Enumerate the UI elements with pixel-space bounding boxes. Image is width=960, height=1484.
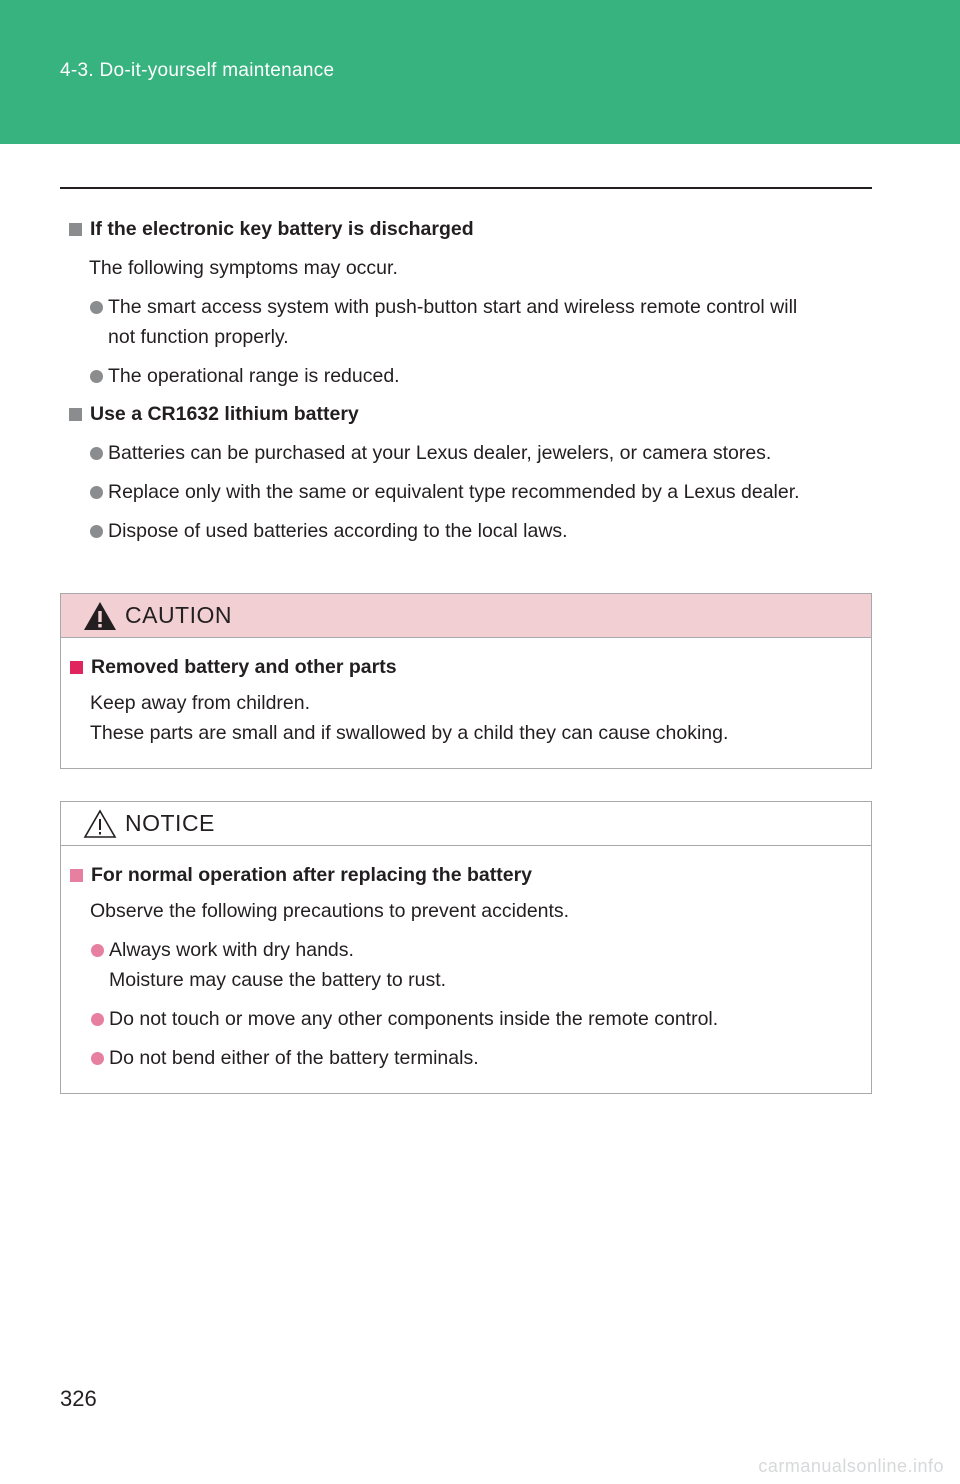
caution-header: CAUTION — [61, 594, 871, 638]
list-item: Do not bend either of the battery termin… — [61, 1043, 871, 1073]
square-marker-icon — [69, 407, 82, 421]
watermark: carmanualsonline.info — [758, 1456, 944, 1476]
list-item: The operational range is reduced. — [60, 361, 872, 391]
caution-line: Keep away from children. — [90, 692, 311, 714]
section-heading-text: If the electronic key battery is dischar… — [90, 218, 474, 240]
section-heading: If the electronic key battery is dischar… — [60, 214, 872, 244]
notice-intro: Observe the following precautions to pre… — [90, 900, 570, 922]
bullet-icon — [90, 301, 103, 314]
bullet-icon — [90, 525, 103, 538]
list-item: Replace only with the same or equivalent… — [60, 477, 872, 507]
section-heading-text: Use a CR1632 lithium battery — [90, 403, 359, 425]
section-intro: The following symptoms may occur. — [89, 257, 398, 279]
list-item-text: Dispose of used batteries according to t… — [108, 520, 568, 542]
warning-triangle-outline-icon — [83, 808, 117, 838]
bullet-icon — [91, 944, 104, 957]
list-item: Do not touch or move any other component… — [61, 1004, 871, 1034]
square-marker-icon — [69, 222, 82, 236]
square-marker-icon — [70, 868, 83, 882]
bullet-icon — [90, 486, 103, 499]
warning-triangle-icon — [84, 601, 116, 630]
notice-heading-text: For normal operation after replacing the… — [91, 864, 532, 886]
page-number: 326 — [60, 1386, 97, 1411]
caution-body: Removed battery and other parts Keep awa… — [61, 638, 871, 768]
bullet-icon — [91, 1052, 104, 1065]
list-item-text: Do not bend either of the battery termin… — [109, 1047, 479, 1069]
list-item-text: Moisture may cause the battery to rust. — [109, 969, 447, 991]
list-item-text: not function properly. — [108, 326, 289, 348]
notice-box: NOTICE For normal operation after replac… — [60, 801, 872, 1094]
caution-text: Keep away from children. These parts are… — [61, 688, 871, 748]
list-item-text: Always work with dry hands. — [109, 939, 354, 961]
list-item: Batteries can be purchased at your Lexus… — [60, 438, 872, 468]
chapter-title: 4-3. Do-it-yourself maintenance — [60, 60, 335, 81]
section-divider — [60, 187, 872, 189]
bullet-icon — [90, 447, 103, 460]
chapter-header: 4-3. Do-it-yourself maintenance — [0, 0, 960, 144]
bullet-icon — [90, 370, 103, 383]
main-content: If the electronic key battery is dischar… — [60, 214, 872, 546]
list-item: The smart access system with push-button… — [60, 292, 872, 352]
caution-line: These parts are small and if swallowed b… — [90, 722, 729, 744]
caution-heading: Removed battery and other parts — [61, 652, 871, 682]
square-marker-icon — [70, 660, 83, 674]
list-item-text: Do not touch or move any other component… — [109, 1008, 719, 1030]
section-heading: Use a CR1632 lithium battery — [60, 399, 872, 429]
caution-label: CAUTION — [125, 602, 232, 628]
list-item-text: Replace only with the same or equivalent… — [108, 481, 800, 503]
list-item: Dispose of used batteries according to t… — [60, 516, 872, 546]
list-item-text: The operational range is reduced. — [108, 365, 400, 387]
list-item-text: The smart access system with push-button… — [108, 296, 798, 318]
notice-header: NOTICE — [61, 802, 871, 846]
list-item-text: Batteries can be purchased at your Lexus… — [108, 442, 772, 464]
caution-heading-text: Removed battery and other parts — [91, 656, 397, 678]
bullet-icon — [91, 1013, 104, 1026]
notice-body: For normal operation after replacing the… — [61, 846, 871, 1093]
list-item: Always work with dry hands. Moisture may… — [61, 935, 871, 995]
notice-heading: For normal operation after replacing the… — [61, 860, 871, 890]
notice-label: NOTICE — [125, 810, 215, 836]
caution-box: CAUTION Removed battery and other parts … — [60, 593, 872, 769]
